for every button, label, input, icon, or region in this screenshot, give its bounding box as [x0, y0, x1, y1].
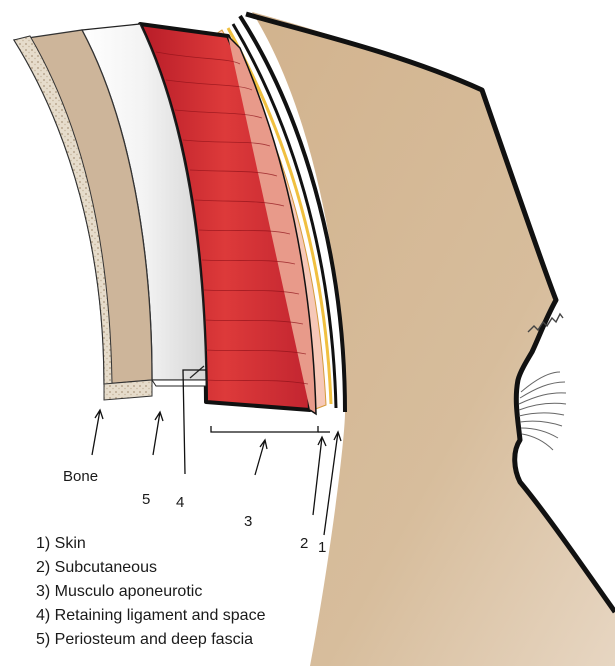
legend-item-musculo-aponeurotic: 3) Musculo aponeurotic: [36, 583, 202, 600]
label-3: 3: [244, 513, 252, 530]
legend-item-retaining-ligament: 4) Retaining ligament and space: [36, 607, 266, 624]
label-4: 4: [176, 494, 184, 511]
bone-arrow: [92, 410, 103, 455]
legend-item-skin: 1) Skin: [36, 535, 86, 552]
arrow-5: [153, 412, 163, 455]
eyelashes: [519, 372, 566, 450]
label-5: 5: [142, 491, 150, 508]
legend-item-subcutaneous: 2) Subcutaneous: [36, 559, 157, 576]
label-2: 2: [300, 535, 308, 552]
arrow-3: [255, 440, 267, 475]
bracket-3: [211, 426, 318, 432]
label-bone: Bone: [63, 468, 98, 485]
label-1: 1: [318, 539, 326, 556]
legend: 1) Skin 2) Subcutaneous 3) Musculo apone…: [36, 535, 266, 648]
legend-item-periosteum: 5) Periosteum and deep fascia: [36, 631, 253, 648]
arrow-2: [313, 437, 326, 515]
